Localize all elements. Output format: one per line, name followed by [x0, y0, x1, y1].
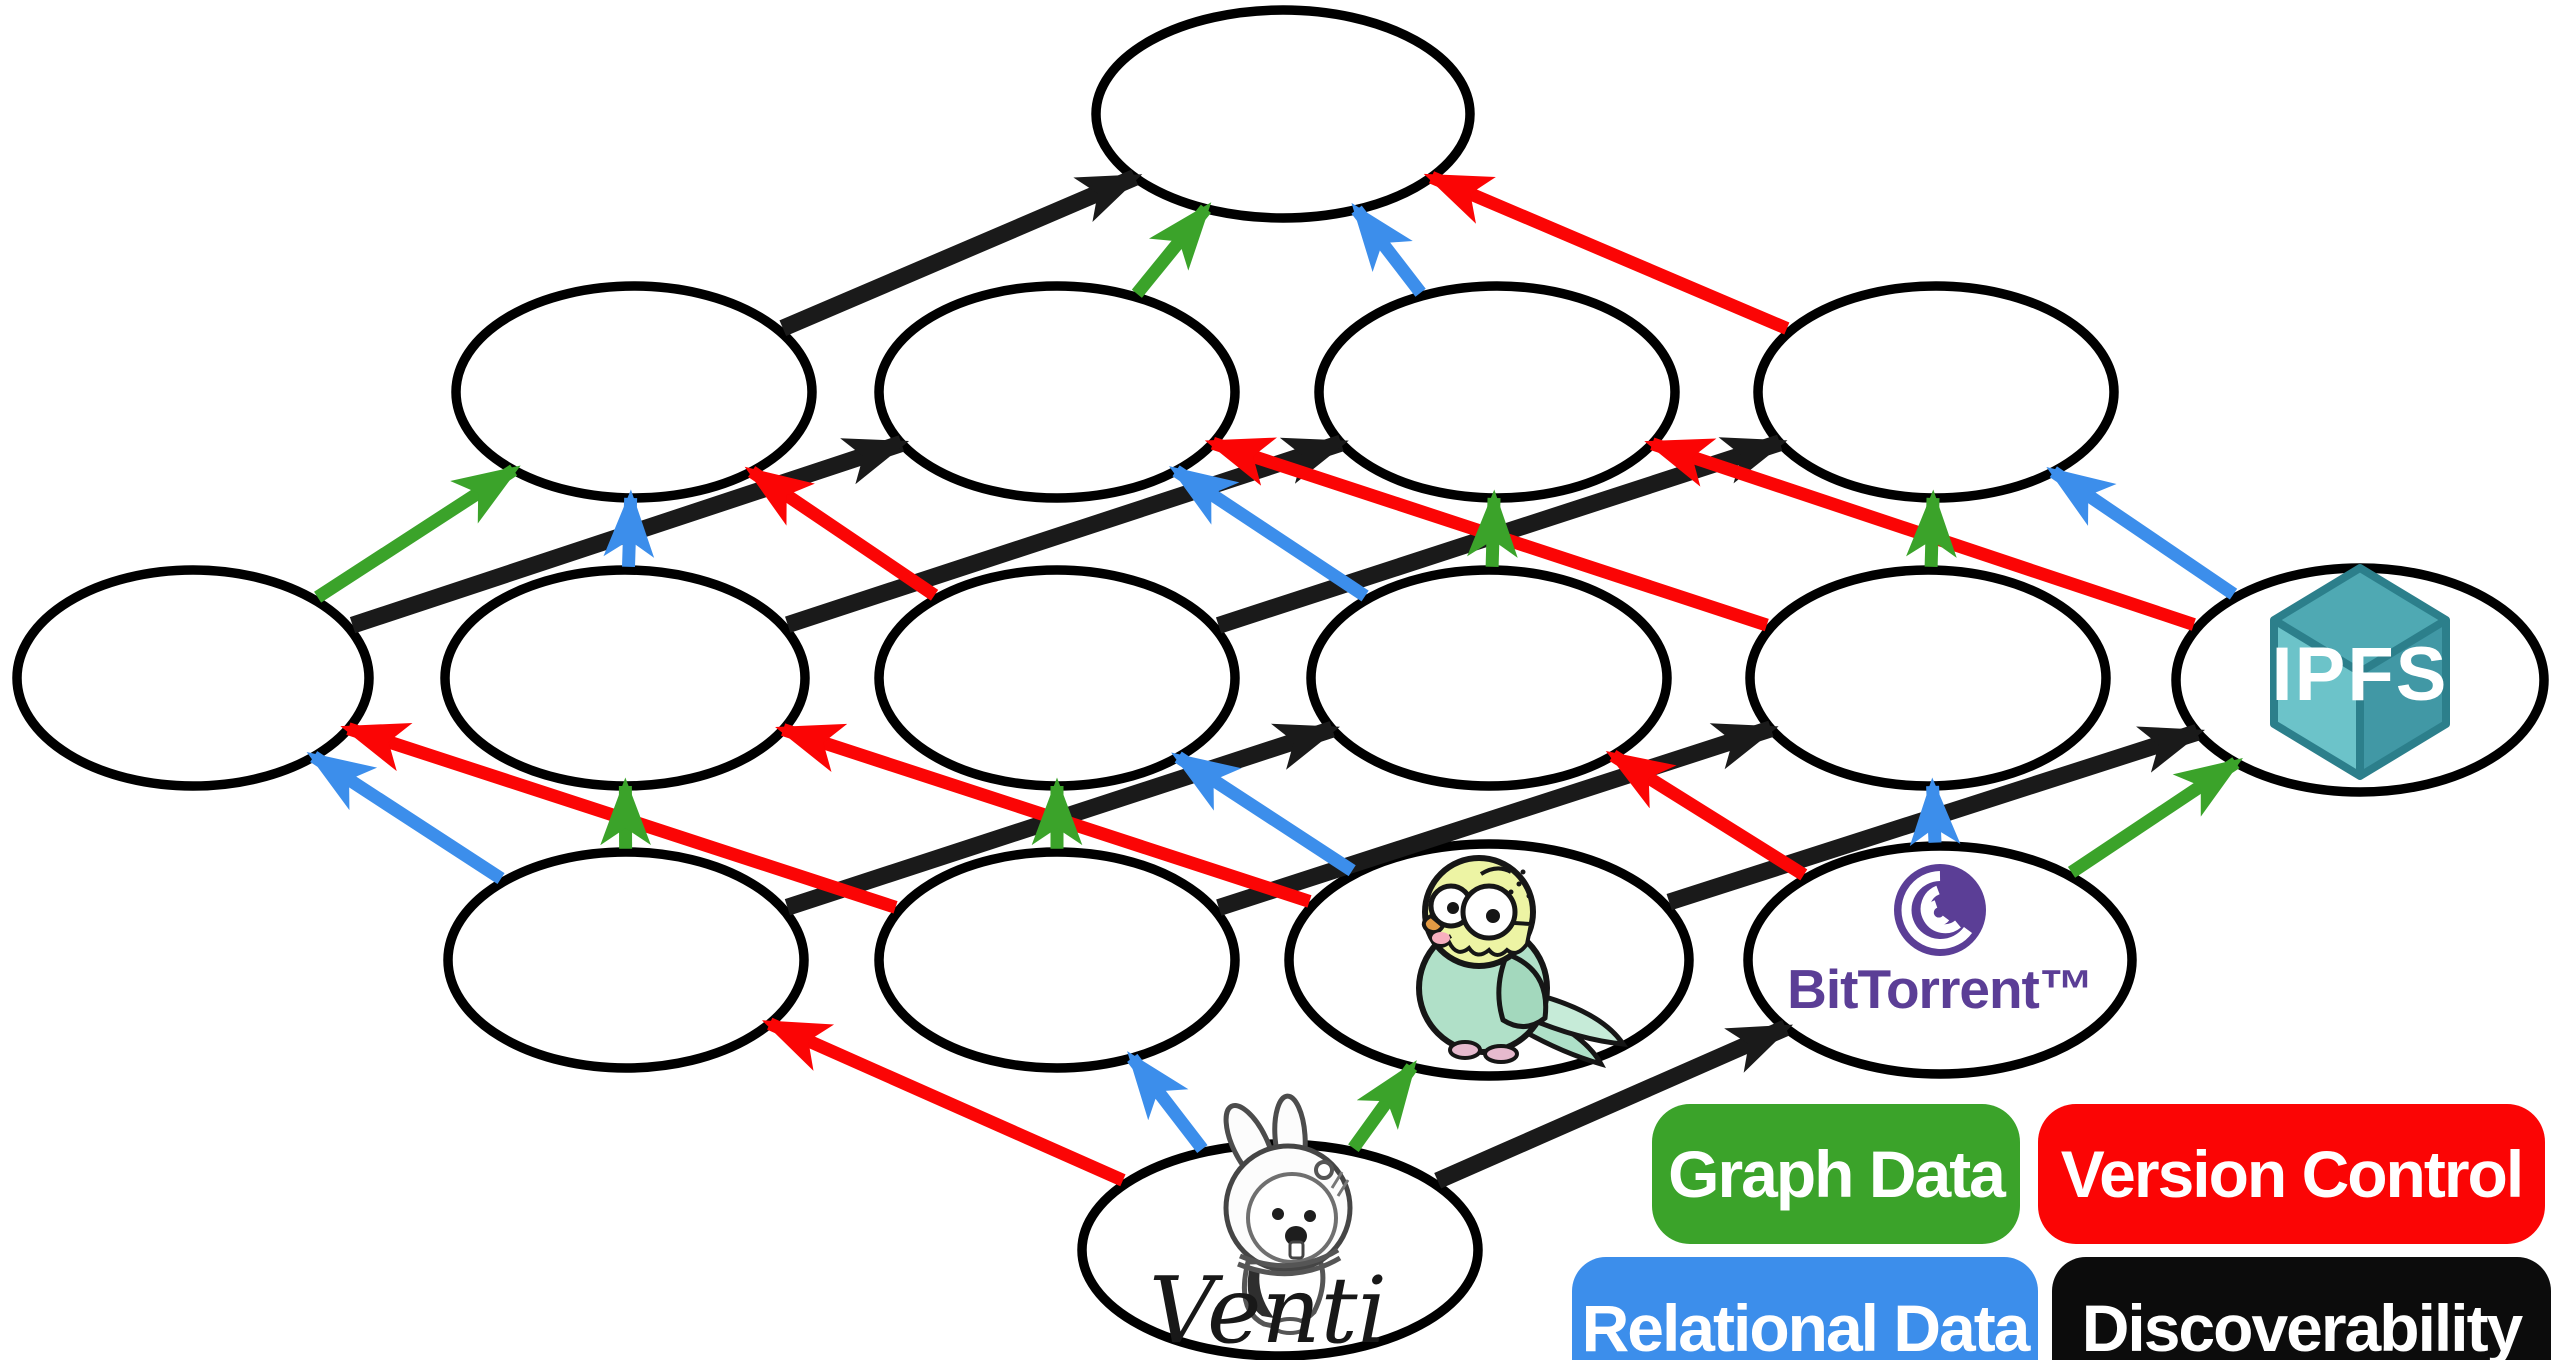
edge-graph_data-rd-to-rgd	[1906, 489, 1957, 567]
ipfs-label: IPFS	[2272, 632, 2449, 717]
logo-layer	[1223, 564, 2450, 1335]
lattice-node-rd	[1745, 565, 2111, 791]
lattice-node-vd	[1306, 565, 1672, 791]
edge-version_control-venti-to-v	[761, 1017, 1126, 1187]
lattice-node-vgd	[1314, 281, 1680, 503]
edge-layer-relational_data	[306, 202, 2238, 1154]
lattice-node-vr	[12, 565, 374, 791]
edge-relational_data-vg-to-vrg	[603, 489, 655, 567]
lattice-node-vg	[440, 565, 810, 791]
edge-discoverability-vrg-to-top	[779, 169, 1143, 337]
lattice-node-r	[874, 847, 1240, 1073]
bittorrent-illustration	[1894, 864, 1986, 956]
edge-relational_data-v-to-vr	[306, 751, 505, 885]
lattice-node-v	[443, 847, 809, 1073]
lattice-node-top	[1091, 5, 1475, 223]
ipfs-cube-illustration	[2270, 564, 2450, 780]
glenda-illustration	[1223, 1093, 1353, 1335]
edge-graph_data-vd-to-vgd	[1467, 489, 1518, 567]
edge-version_control-rg-to-vrg	[744, 466, 939, 601]
label-layer: Venti BitTorrent™ IPFS	[1149, 632, 2449, 1360]
edge-discoverability-venti-to-bt	[1434, 1020, 1794, 1189]
edge-version_control-rgd-to-top	[1423, 171, 1790, 335]
edge-graph_data-vrd-to-top	[1131, 202, 1212, 298]
edge-relational_data-ipfs-to-rgd	[2046, 466, 2238, 600]
venti-label: Venti	[1149, 1257, 1387, 1360]
edge-graph_data-bt-to-ipfs	[2067, 757, 2243, 878]
bt-label: BitTorrent™	[1787, 958, 2093, 1020]
lattice-node-vrd	[874, 281, 1240, 503]
edge-relational_data-bt-to-rd	[1909, 777, 1961, 847]
edge-graph_data-vr-to-vrg	[314, 464, 521, 603]
edge-relational_data-venti-to-r	[1127, 1051, 1208, 1154]
edge-layer-graph_data	[314, 202, 2243, 1152]
lattice-node-rgd	[1753, 281, 2119, 503]
keet-illustration	[1416, 855, 1628, 1069]
edge-relational_data-vd-to-vrd	[1168, 465, 1369, 602]
edge-discoverability-r-to-rd	[1216, 720, 1779, 916]
edge-relational_data-keet-to-rg	[1171, 751, 1356, 877]
edge-relational_data-vgd-to-top	[1351, 202, 1426, 297]
edge-version_control-bt-to-vd	[1605, 749, 1808, 881]
edge-graph_data-venti-to-keet	[1348, 1060, 1418, 1152]
